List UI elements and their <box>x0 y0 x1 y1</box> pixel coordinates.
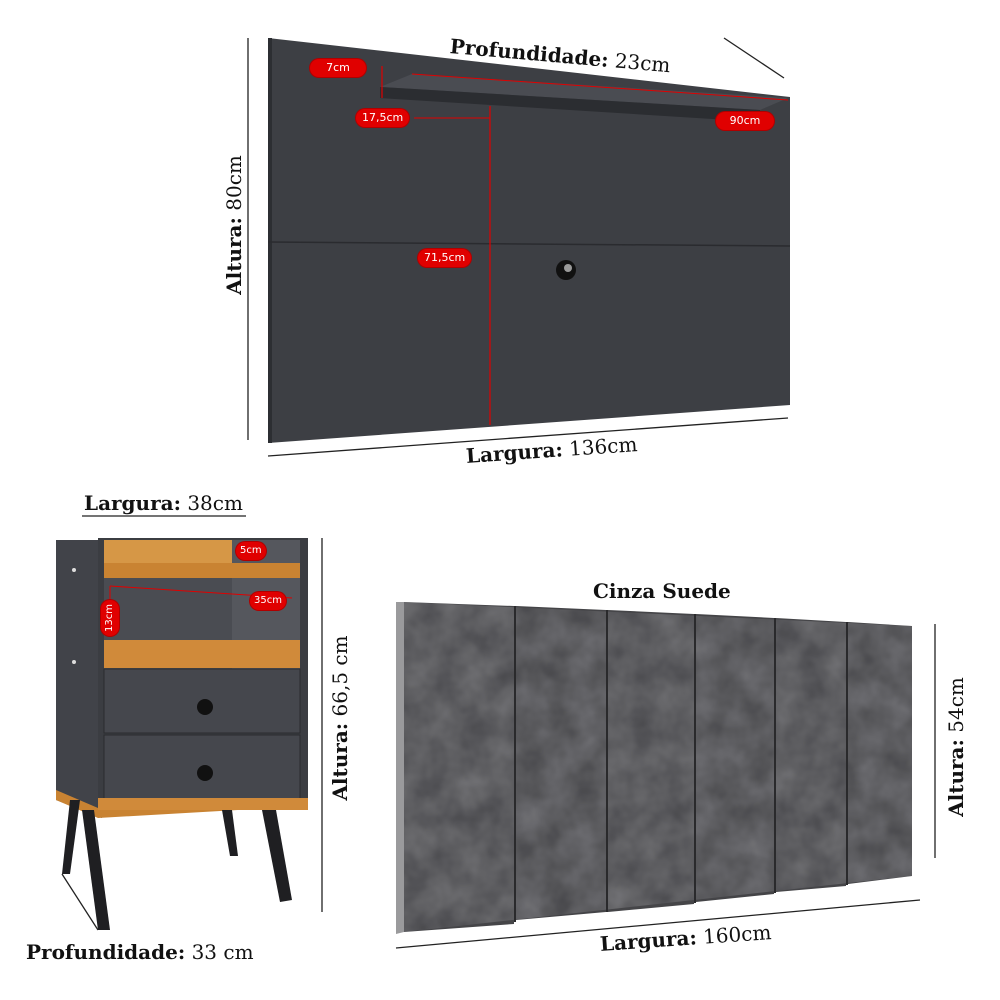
headboard-title-text: Cinza Suede <box>593 579 731 603</box>
nightstand-lower-shelf <box>104 640 300 668</box>
tv-panel-edge <box>268 38 272 443</box>
nightstand-width-label: Largura: 38cm <box>84 493 243 513</box>
headboard-height-value: 54cm <box>944 677 968 733</box>
tv-panel-shelf-front <box>380 87 760 122</box>
badge-shelf-width: 90cm <box>716 112 774 130</box>
nightstand-leg-front-left <box>82 810 110 930</box>
tv-panel-board <box>268 38 790 443</box>
drawer-knob-lower <box>197 765 213 781</box>
panel-joint-line <box>267 241 791 247</box>
headboard-height-label: Altura: 54cm <box>944 647 968 847</box>
panel-depth-line <box>723 37 785 79</box>
nightstand-depth-value: 33 cm <box>191 940 254 964</box>
panel-width-line <box>267 417 789 457</box>
badge-cable-height: 71,5cm <box>418 249 472 267</box>
badge-inner-width: 35cm <box>250 592 286 610</box>
nightstand-depth-line <box>61 873 99 931</box>
headboard-title: Cinza Suede <box>593 581 731 601</box>
nightstand-top-shelf <box>104 540 232 563</box>
nightstand-width-key: Largura: <box>84 491 181 515</box>
nightstand-width-value: 38cm <box>187 491 243 515</box>
nightstand-middle-shelf <box>104 563 300 578</box>
badge-shelf-offset: 17,5cm <box>356 109 410 127</box>
nightstand-drawer-lower <box>103 734 301 800</box>
drawer-knob-upper <box>197 699 213 715</box>
nightstand-depth-label: Profundidade: 33 cm <box>26 942 254 962</box>
badge-shelf-height: 7cm <box>310 59 366 77</box>
nightstand-leg-back-right <box>222 810 238 856</box>
badge-top-gap: 5cm <box>236 542 266 560</box>
headboard-width-value: 160cm <box>702 920 773 949</box>
headboard-height-key: Altura: <box>944 739 968 817</box>
shelf-width-guide <box>411 73 789 101</box>
nightstand-leg-front-right <box>262 810 292 902</box>
nightstand-side <box>56 540 102 818</box>
nightstand-leg-back-left <box>62 800 80 874</box>
headboard-width-line <box>395 899 921 949</box>
tv-panel-shelf-top <box>380 74 788 110</box>
nightstand-depth-key: Profundidade: <box>26 940 186 964</box>
